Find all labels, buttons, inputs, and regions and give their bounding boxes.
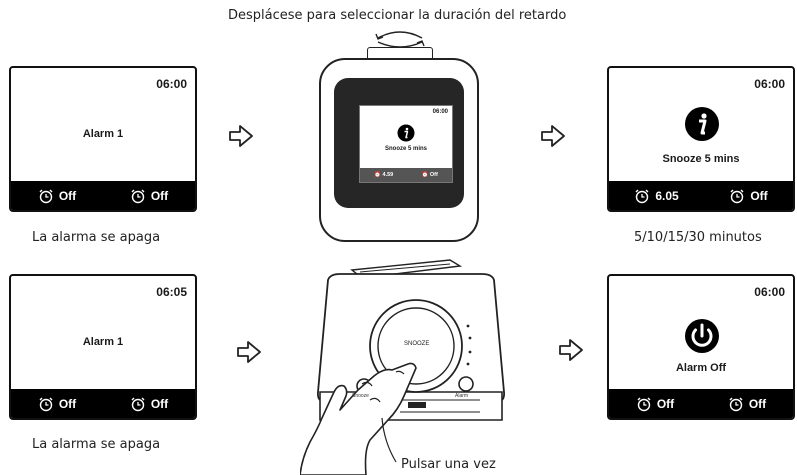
caption-left-top: La alarma se apaga <box>32 230 161 245</box>
alarm-1-status: Off <box>636 396 674 412</box>
right-arrow-icon <box>229 125 253 147</box>
alarm-clock-icon <box>729 397 743 411</box>
alarm-2-value: Off <box>150 188 169 203</box>
alarm-status-bar: 6.05 Off <box>609 181 793 210</box>
alarm-1-status: Off <box>38 188 76 204</box>
caption-right-top: 5/10/15/30 minutos <box>634 230 762 245</box>
alarm-clock-icon <box>131 189 145 203</box>
alarm-clock-icon <box>637 397 651 411</box>
device-alarm-bar: ⏰ 4.59 ⏰ Off <box>360 168 452 182</box>
alarm-1-status: Off <box>38 396 76 412</box>
alarm-clock-icon <box>39 397 53 411</box>
alarm-status-bar: Off Off <box>609 389 793 418</box>
alarm-2-status: Off <box>728 396 766 412</box>
screen-alarm-1-snoozed: 06:05 Alarm 1 Off Off <box>9 274 197 420</box>
alarm-clock-icon <box>635 189 649 203</box>
screen-alarm-off: 06:00 Alarm Off Off Off <box>607 274 795 420</box>
right-arrow-icon <box>559 339 583 361</box>
device-alarm-1-value: 4.59 <box>382 172 394 178</box>
alarm-1-value: Off <box>656 396 675 411</box>
caption-press-once: Pulsar una vez <box>401 457 496 472</box>
alarm-1-value: 6.05 <box>655 188 679 203</box>
screen-label: Alarm 1 <box>82 336 124 348</box>
alarm-2-status: Off <box>729 188 768 204</box>
snooze-button-label: SNOOZE <box>404 341 430 347</box>
device-screen-label: Snooze 5 mins <box>384 146 427 152</box>
alarm-1-value: Off <box>58 396 77 411</box>
top-caption: Desplácese para seleccionar la duración … <box>228 8 567 23</box>
alarm-clock-icon <box>39 189 53 203</box>
alarm-2-status: Off <box>130 396 168 412</box>
radio-device-top-view <box>300 259 505 475</box>
alarm-status-bar: Off Off <box>11 389 195 418</box>
screen-label: Alarm 1 <box>82 128 124 140</box>
right-arrow-icon <box>237 341 261 363</box>
snooze-side-label: Snooze <box>352 393 369 399</box>
info-icon <box>685 107 719 141</box>
alarm-clock-icon <box>131 397 145 411</box>
alarm-status-bar: Off Off <box>11 181 195 210</box>
right-arrow-icon <box>541 125 565 147</box>
alarm-2-value: Off <box>748 396 767 411</box>
device-alarm-1: ⏰ 4.59 <box>374 172 394 178</box>
device-alarm-2-value: Off <box>429 172 438 178</box>
alarm-1-status: 6.05 <box>634 188 679 204</box>
screen-alarm-1-ringing: 06:00 Alarm 1 Off Off <box>9 66 197 212</box>
clock-time: 06:00 <box>754 285 785 299</box>
device-alarm-2: ⏰ Off <box>421 172 438 178</box>
alarm-2-value: Off <box>750 188 768 203</box>
info-icon <box>397 124 415 142</box>
alarm-side-label: Alarm <box>455 393 469 399</box>
screen-label: Snooze 5 mins <box>662 153 740 165</box>
screen-snooze-set: 06:00 Snooze 5 mins 6.05 Off <box>607 66 795 212</box>
clock-time: 06:05 <box>156 285 187 299</box>
device-screen: 06:00 Snooze 5 mins ⏰ 4.59 ⏰ Off <box>359 105 453 183</box>
alarm-1-value: Off <box>58 188 77 203</box>
power-icon <box>685 319 719 353</box>
device-clock-time: 06:00 <box>432 109 448 115</box>
alarm-clock-icon <box>730 189 744 203</box>
caption-left-bottom: La alarma se apaga <box>32 437 161 452</box>
alarm-2-value: Off <box>150 396 169 411</box>
clock-time: 06:00 <box>754 77 785 91</box>
alarm-2-status: Off <box>130 188 168 204</box>
screen-label: Alarm Off <box>675 362 727 374</box>
clock-time: 06:00 <box>156 77 187 91</box>
